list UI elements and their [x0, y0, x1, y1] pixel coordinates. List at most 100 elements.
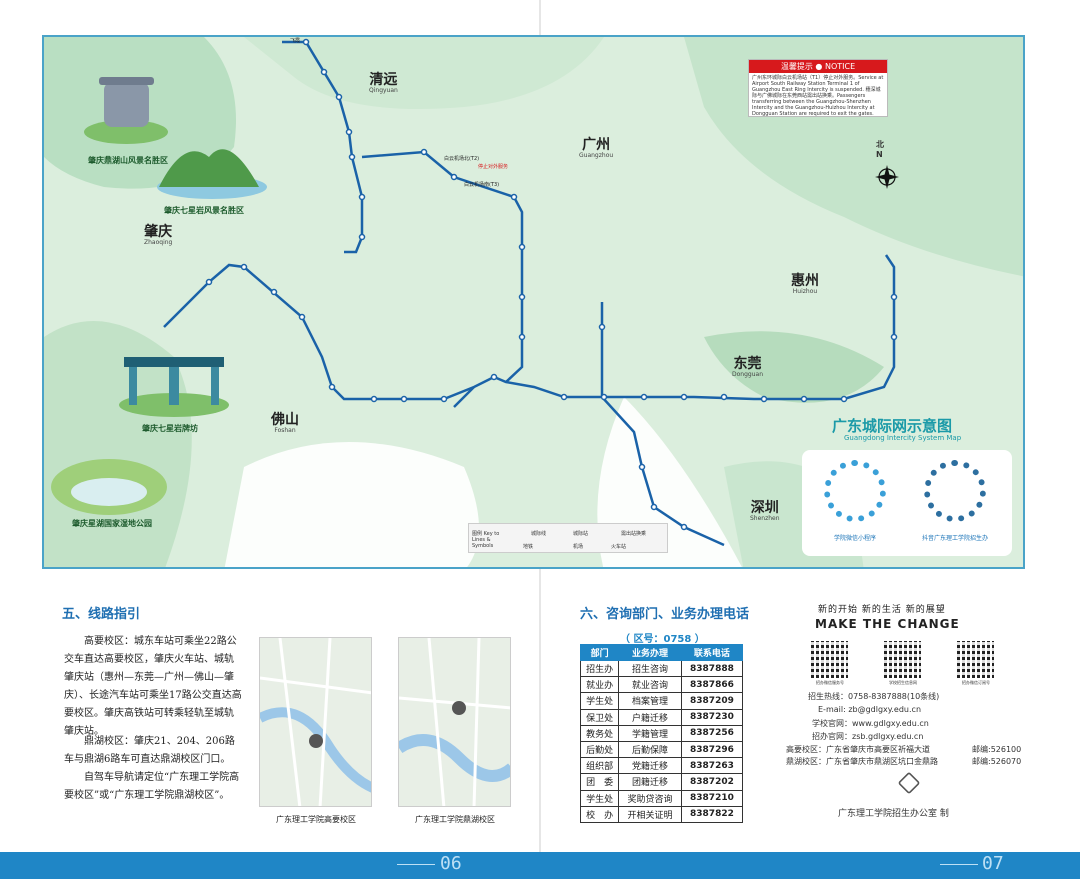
dept-cell: 保卫处: [579, 708, 620, 726]
phone-cell[interactable]: 8387230: [680, 708, 744, 726]
station-markers: [205, 38, 898, 531]
qr-admission-site-icon[interactable]: [884, 641, 921, 678]
contact-title: 六、咨询部门、业务办理电话: [580, 607, 750, 622]
hotline: 招生热线：0758-8387888(10条线): [808, 692, 940, 701]
header-dept: 部门: [579, 644, 620, 661]
office-credit: 广东理工学院招生办公室 制: [838, 809, 949, 819]
dept-cell: 教务处: [579, 724, 620, 742]
phone-cell[interactable]: 8387866: [680, 676, 744, 694]
header-phone: 联系电话: [680, 644, 744, 661]
map-title: 广东城际网示意图: [832, 417, 953, 435]
phone-cell[interactable]: 8387210: [680, 789, 744, 807]
admission-site[interactable]: 招办官网：zsb.gdlgxy.edu.cn: [812, 732, 924, 741]
phone-cell[interactable]: 8387822: [680, 805, 744, 823]
map-thumb-dinghu: [399, 638, 510, 806]
legend-intercity: 城际线: [531, 531, 547, 537]
notice-header: 温馨提示 ● NOTICE: [749, 60, 887, 73]
dept-cell: 就业办: [579, 676, 620, 694]
dept-cell: 学生处: [579, 789, 620, 807]
dept-cell: 招生办: [579, 659, 620, 678]
map-thumb-gaoyao: [260, 638, 371, 806]
qr1-caption: 招办微信服务号: [816, 680, 844, 685]
business-cell: 档案管理: [618, 692, 682, 710]
zip-gaoyao: 邮编:526100: [972, 745, 1022, 754]
qr-right-label: 抖音广东理工学院招生办: [921, 535, 988, 542]
legend-station: 城际站: [573, 531, 589, 537]
qr3-caption: 招办微信订阅号: [962, 680, 990, 685]
station-label-feilai: 飞霞: [290, 38, 301, 44]
business-cell: 招生咨询: [618, 659, 682, 678]
dept-cell: 学生处: [579, 692, 620, 710]
school-site[interactable]: 学校官网：www.gdlgxy.edu.cn: [812, 719, 929, 728]
legend-airport: 机场: [573, 544, 584, 550]
business-cell: 奖助贷咨询: [618, 789, 682, 807]
phone-cell[interactable]: 8387202: [680, 773, 744, 791]
legend-railway: 火车站: [611, 544, 627, 550]
business-cell: 党籍迁移: [618, 757, 682, 775]
route-para-gaoyao: 高要校区：城东车站可乘坐22路公交车直达高要校区，肇庆火车站、城轨肇庆站（惠州—…: [64, 636, 242, 737]
map-subtitle: Guangdong Intercity System Map: [844, 434, 962, 442]
business-cell: 开相关证明: [618, 805, 682, 823]
douyin-qr-icon[interactable]: [924, 460, 986, 522]
route-para-driving: 自驾车导航请定位“广东理工学院高要校区”或“广东理工学院鼎湖校区”。: [64, 772, 240, 801]
email[interactable]: E-mail: zb@gdlgxy.edu.cn: [818, 705, 922, 714]
zip-dinghu: 邮编:526070: [972, 757, 1022, 766]
phone-cell[interactable]: 8387888: [680, 659, 744, 678]
address-gaoyao: 高要校区：广东省肇庆市高要区祈福大道: [786, 745, 930, 754]
make-the-change: MAKE THE CHANGE: [815, 617, 960, 631]
dept-cell: 组织部: [579, 757, 620, 775]
scenic-dinghu-illustration: [84, 77, 168, 144]
scenic-qixingyan-illustration: [157, 149, 267, 199]
notice-body: 广州东环城际白云机场站（T1）停止对外服务。Service at Airport…: [752, 75, 884, 117]
legend-key: 图例 Key to Lines & Symbols: [472, 531, 500, 549]
map-qr-card: 学院微信小程序 抖音广东理工学院招生办: [802, 450, 1012, 556]
page-line-left: [397, 864, 435, 865]
line-east-ring: [361, 150, 524, 383]
caption-dinghu: 广东理工学院鼎湖校区: [415, 815, 495, 824]
land-north: [244, 37, 604, 109]
scenic-paifang-illustration: [119, 357, 229, 417]
business-cell: 户籍迁移: [618, 708, 682, 726]
scenic-label-wetland: 肇庆星湖国家湿地公园: [72, 519, 152, 528]
station-label-t2: 白云机场北(T2): [444, 156, 480, 162]
phone-cell[interactable]: 8387256: [680, 724, 744, 742]
phone-cell[interactable]: 8387209: [680, 692, 744, 710]
phone-cell[interactable]: 8387296: [680, 740, 744, 759]
scenic-label-dinghu: 肇庆鼎湖山风景名胜区: [88, 156, 168, 165]
phone-cell[interactable]: 8387263: [680, 757, 744, 775]
slogan: 新的开始 新的生活 新的展望: [818, 605, 946, 615]
qr2-caption: 学校招生信息网: [889, 680, 917, 685]
address-dinghu: 鼎湖校区：广东省肇庆市鼎湖区坑口金鼎路: [786, 757, 938, 766]
qr-wechat-service-icon[interactable]: [811, 641, 848, 678]
area-code: （ 区号：0758 ）: [620, 634, 705, 645]
business-cell: 团籍迁移: [618, 773, 682, 791]
scenic-label-paifang: 肇庆七星岩牌坊: [142, 424, 198, 433]
notice-box: 温馨提示 ● NOTICE 广州东环城际白云机场站（T1）停止对外服务。Serv…: [748, 59, 888, 117]
legend-metro: 地铁: [523, 544, 534, 550]
land-dongguan: [704, 331, 884, 403]
map-legend: 图例 Key to Lines & Symbols 城际线 城际站 需出站换乘 …: [468, 523, 668, 553]
map-screenshot-gaoyao: [259, 637, 372, 807]
page-number-left: 06: [440, 853, 462, 874]
compass-icon: [875, 165, 899, 189]
dept-cell: 团 委: [579, 773, 620, 791]
business-cell: 后勤保障: [618, 740, 682, 759]
dept-cell: 后勤处: [579, 740, 620, 759]
qr-wechat-subscription-icon[interactable]: [957, 641, 994, 678]
mini-program-qr-icon[interactable]: [824, 460, 886, 522]
